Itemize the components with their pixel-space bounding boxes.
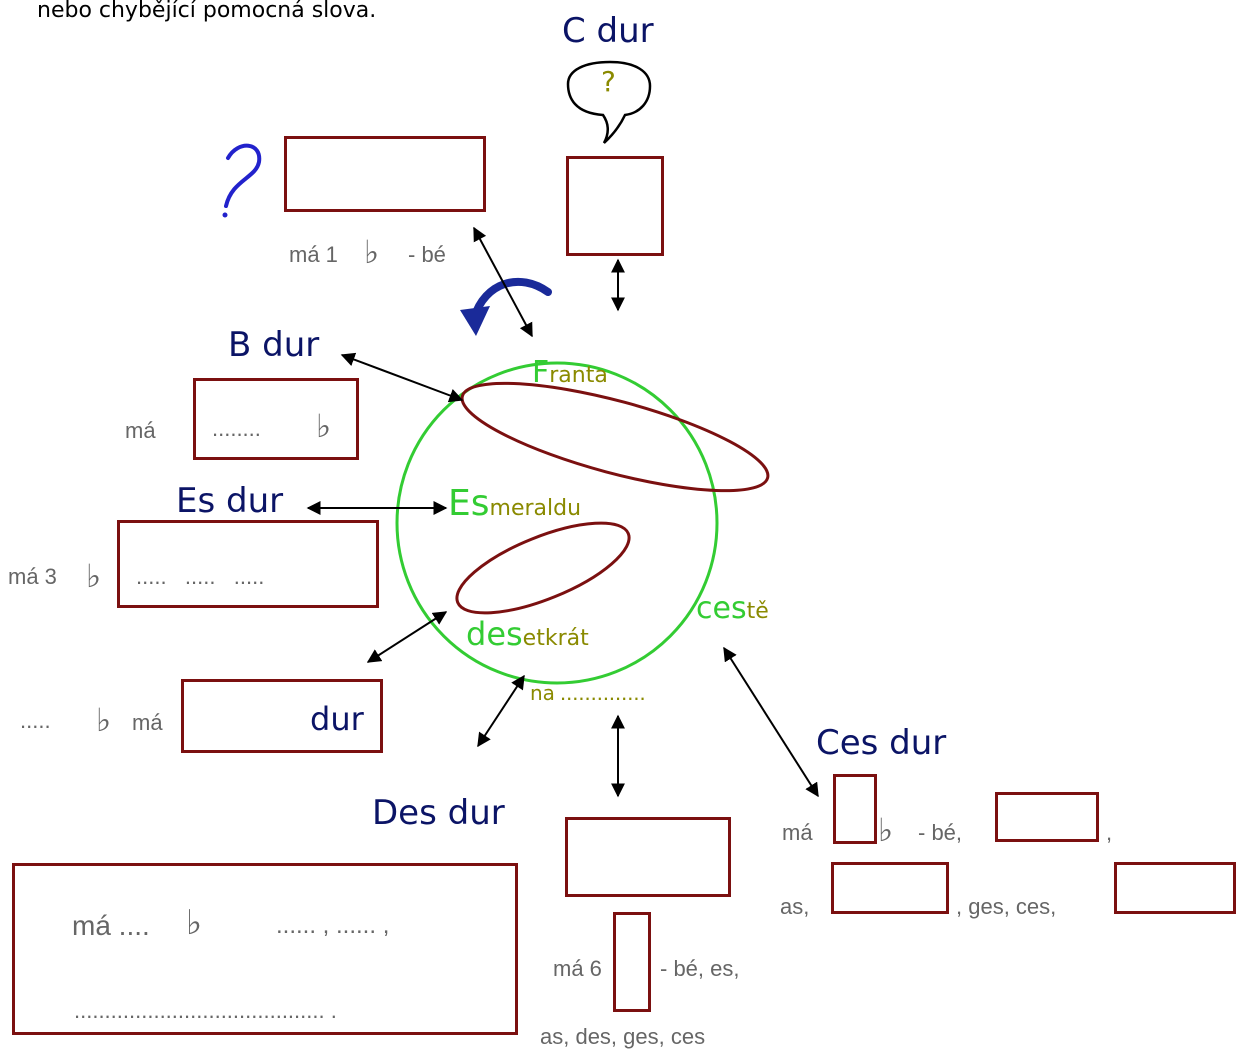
arrow-b-dur — [340, 352, 464, 403]
ces-dur-answer-box-3[interactable] — [1114, 862, 1236, 914]
des-dur-line1-post: ...... , ...... , — [276, 912, 390, 939]
des-dur-line2: ........................................… — [74, 998, 337, 1023]
des-dur-box[interactable] — [12, 863, 518, 1035]
word-esmeraldu: Esmeraldu — [448, 486, 581, 522]
b-dur-title: B dur — [228, 325, 320, 365]
as-dur-dots: ..... — [20, 708, 51, 733]
c-dur-answer-box[interactable] — [566, 156, 664, 256]
flat-symbol: ♭ — [86, 557, 102, 595]
as-dur-box[interactable] — [181, 679, 383, 753]
b-dur-prefix: má — [125, 418, 156, 443]
flat-symbol: ♭ — [96, 701, 112, 739]
flat-symbol: ♭ — [316, 407, 332, 445]
ces-dur-count-box[interactable] — [833, 774, 877, 844]
ges-dur-line2: as, des, ges, ces — [540, 1024, 706, 1049]
ges-dur-count-box[interactable] — [613, 912, 651, 1012]
arrow-des-dur — [477, 674, 525, 748]
ceste-rest: tě — [746, 599, 769, 624]
word-desetkrat: desetkrát — [466, 618, 589, 650]
flat-symbol: ♭ — [878, 811, 894, 849]
ces-dur-middle: , ges, ces, — [956, 894, 1057, 919]
franta-rest: ranta — [549, 363, 608, 388]
ces-dur-suffix1: - bé, — [918, 820, 963, 845]
des-dur-line1-pre: má .... — [72, 910, 158, 941]
desetkrat-initial: des — [466, 615, 523, 653]
ces-dur-comma: , — [1106, 820, 1113, 845]
as-dur-box-label: dur — [310, 700, 364, 738]
flat-symbol: ♭ — [364, 233, 380, 271]
desetkrat-ellipse — [455, 521, 631, 615]
arrow-ces-dur — [723, 646, 819, 798]
arrow-as-dur — [366, 611, 448, 663]
ges-dur-prefix: má 6 — [553, 956, 602, 981]
es-dur-box[interactable] — [117, 520, 379, 608]
bubble-question: ? — [601, 65, 616, 98]
esmeraldu-initial: Es — [448, 483, 490, 524]
ceste-initial: ces — [696, 591, 747, 626]
ces-dur-answer-box-2[interactable] — [831, 862, 949, 914]
word-franta: Franta — [532, 358, 608, 388]
des-dur-title: Des dur — [372, 793, 505, 833]
esmeraldu-rest: meraldu — [489, 496, 582, 521]
arrow-f-dur — [473, 226, 533, 338]
ces-dur-title: Ces dur — [816, 723, 947, 763]
ces-dur-prefix: má — [782, 820, 813, 845]
f-dur-caption-post: - bé — [408, 242, 446, 267]
f-dur-caption-pre: má 1 — [289, 242, 338, 267]
speech-bubble — [566, 60, 652, 144]
instruction-text: nebo chybějící pomocná slova. — [37, 0, 377, 23]
desetkrat-rest: etkrát — [522, 626, 589, 651]
question-mark-handwritten — [224, 143, 262, 208]
flat-symbol: ♭ — [186, 903, 203, 943]
es-dur-prefix: má 3 — [8, 564, 57, 589]
ces-dur-answer-box-1[interactable] — [995, 792, 1099, 842]
ges-dur-suffix: - bé, es, — [660, 956, 740, 981]
b-dur-box-dots: ........ — [212, 416, 261, 441]
f-dur-name-box[interactable] — [284, 136, 486, 212]
ces-dur-as: as, — [780, 894, 810, 919]
es-dur-box-dots: ..... ..... ..... — [136, 564, 265, 589]
word-na: na .............. — [530, 682, 646, 704]
c-dur-title: C dur — [562, 11, 654, 51]
circle-of-fifths — [395, 361, 719, 685]
na-prefix: na — [530, 681, 555, 705]
direction-arrowhead — [460, 306, 490, 336]
ges-dur-name-box[interactable] — [565, 817, 731, 897]
es-dur-title: Es dur — [176, 481, 284, 521]
question-mark-dot — [222, 212, 228, 218]
b-dur-box[interactable] — [193, 378, 359, 460]
na-dots: .............. — [560, 680, 646, 705]
franta-initial: F — [532, 355, 550, 390]
as-dur-ma: má — [132, 710, 163, 735]
word-ceste: cestě — [696, 594, 769, 624]
